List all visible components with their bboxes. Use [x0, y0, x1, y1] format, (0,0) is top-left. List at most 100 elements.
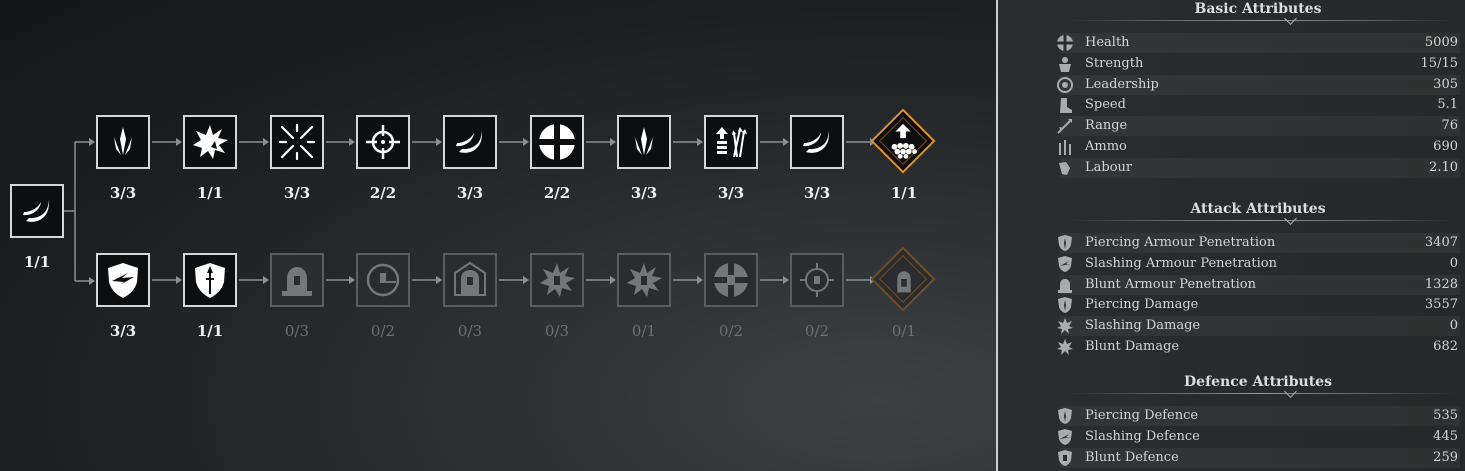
arrow-right-icon [610, 276, 616, 284]
blunt-defence-icon [1058, 449, 1072, 466]
crossed-arrows-icon [278, 123, 316, 161]
skill-node-bottom-2[interactable] [183, 253, 237, 307]
section-title-attack: Attack Attributes [1190, 201, 1326, 217]
attribute-row-health: Health 5009 [1057, 33, 1460, 53]
skill-node-bottom-1[interactable] [96, 253, 150, 307]
skill-level-top-5: 3/3 [456, 184, 484, 202]
attribute-value: 3557 [1424, 297, 1458, 313]
arrow-right-icon [263, 138, 269, 146]
helmet-lock-icon [454, 261, 486, 296]
crosshair-target-icon [366, 125, 400, 159]
skill-node-root[interactable] [10, 184, 64, 238]
skill-level-bottom-7: 0/1 [631, 322, 657, 340]
attribute-name: Blunt Defence [1085, 449, 1179, 465]
attribute-row-piercing-damage: Piercing Damage 3557 [1058, 295, 1460, 315]
skill-node-bottom-7[interactable] [617, 253, 671, 307]
strength-icon [1059, 56, 1071, 72]
attribute-name: Health [1085, 35, 1130, 50]
skill-level-bottom-5: 0/3 [457, 322, 483, 340]
skill-node-top-6[interactable] [530, 115, 584, 169]
arrow-right-icon [523, 138, 529, 146]
skill-level-bottom-8: 0/2 [718, 322, 744, 340]
skill-node-bottom-10[interactable] [870, 246, 936, 312]
attribute-value: 682 [1433, 339, 1458, 354]
piercing-spears-icon [114, 127, 132, 155]
arrows-upgrade-icon [716, 127, 747, 158]
range-arrow-icon [1057, 119, 1072, 134]
ammo-supply-icon [891, 123, 917, 159]
attribute-name: Speed [1085, 97, 1126, 113]
panel-divider [996, 0, 998, 471]
skill-node-top-7[interactable] [617, 115, 671, 169]
section-title-basic: Basic Attributes [1194, 1, 1322, 17]
attribute-name: Slashing Damage [1085, 318, 1201, 334]
skill-node-top-10[interactable] [870, 108, 936, 174]
piercing-spears-icon [635, 127, 653, 155]
attribute-name: Piercing Defence [1085, 408, 1199, 423]
skill-node-top-5[interactable] [443, 115, 497, 169]
attribute-value: 3407 [1424, 235, 1458, 250]
attribute-value: 0 [1449, 318, 1458, 334]
attribute-value: 535 [1433, 408, 1458, 423]
attribute-value: 690 [1433, 139, 1458, 154]
attribute-row-ammo: Ammo 690 [1059, 137, 1460, 157]
attribute-name: Piercing Damage [1085, 297, 1199, 313]
attribute-row-slashing-defence: Slashing Defence 445 [1058, 427, 1460, 447]
slashing-defence-icon [1058, 428, 1072, 445]
skill-node-top-3[interactable] [270, 115, 324, 169]
skill-level-top-2: 1/1 [196, 184, 224, 202]
arrow-right-icon [176, 276, 182, 284]
skill-node-top-2[interactable] [183, 115, 237, 169]
skill-node-top-8[interactable] [704, 115, 758, 169]
attribute-name: Strength [1085, 55, 1144, 71]
attribute-name: Slashing Armour Penetration [1085, 255, 1278, 271]
skill-node-bottom-9[interactable] [790, 253, 844, 307]
attribute-value: 5009 [1424, 35, 1458, 50]
boot-icon [1060, 98, 1072, 114]
attribute-name: Piercing Armour Penetration [1085, 235, 1276, 250]
skill-node-top-1[interactable] [96, 115, 150, 169]
attribute-name: Ammo [1085, 139, 1127, 154]
section-divider [1068, 20, 1458, 21]
skill-level-bottom-10: 0/1 [891, 322, 917, 340]
skill-node-top-9[interactable] [790, 115, 844, 169]
skill-node-bottom-5[interactable] [443, 253, 497, 307]
skill-level-bottom-9: 0/2 [804, 322, 830, 340]
section-title-defence: Defence Attributes [1184, 374, 1332, 390]
arrow-right-icon [436, 276, 442, 284]
arrow-right-icon [610, 138, 616, 146]
skill-node-bottom-4[interactable] [356, 253, 410, 307]
section-divider [1068, 220, 1458, 221]
shield-spear-icon [195, 263, 225, 298]
skill-node-bottom-3[interactable] [270, 253, 324, 307]
ammo-icon [1059, 140, 1071, 155]
cross-lock-icon [714, 263, 748, 297]
skill-node-bottom-8[interactable] [704, 253, 758, 307]
burst-lock-icon [627, 263, 662, 297]
arrow-right-icon [523, 276, 529, 284]
crescent-slash-icon [803, 130, 829, 153]
skill-level-top-6: 2/2 [543, 184, 571, 202]
crescent-slash-icon [456, 130, 482, 153]
attribute-value: 305 [1433, 76, 1458, 92]
blunt-penetration-icon [1058, 278, 1072, 293]
skill-level-bottom-2: 1/1 [196, 322, 224, 340]
arrow-right-icon [89, 138, 95, 146]
arrow-right-icon [436, 138, 442, 146]
skill-node-top-4[interactable] [356, 115, 410, 169]
slashing-damage-icon [1057, 318, 1073, 335]
crosshair-lock-icon [800, 263, 834, 297]
skill-level-bottom-4: 0/2 [370, 322, 396, 340]
armour-lock-icon [282, 267, 312, 296]
attribute-value: 445 [1433, 428, 1458, 444]
attribute-name: Blunt Armour Penetration [1085, 276, 1256, 292]
attribute-name: Slashing Defence [1085, 428, 1200, 444]
piercing-penetration-icon [1058, 235, 1072, 251]
skill-node-bottom-6[interactable] [530, 253, 584, 307]
